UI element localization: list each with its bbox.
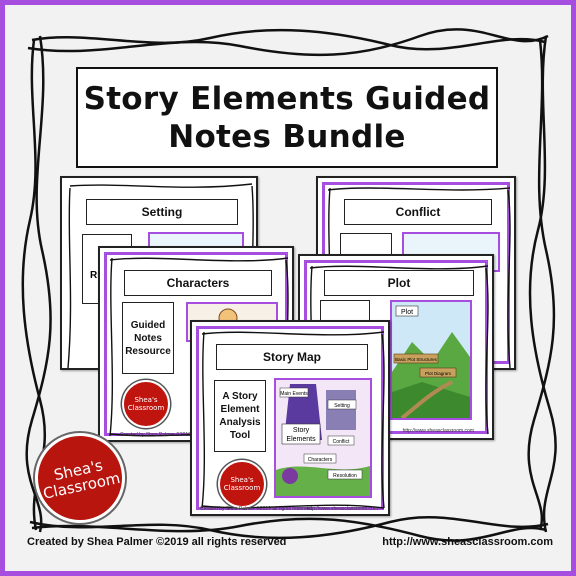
plot-image-title: Plot [401,309,413,316]
characters-footer-left: Created by Shea Palmer ©2019 all rights … [120,432,232,438]
story-map-image-conflict: Conflict [333,439,350,445]
setting-label: Setting [86,199,238,225]
plot-image-sign2: Plot Diagram [425,371,451,376]
plot-label: Plot [324,270,474,296]
story-map-footer-right: http://www.sheasclassroom.com [306,506,378,512]
story-map-image-story: Story [293,427,310,434]
story-map-image-elements: Elements [286,436,316,443]
characters-logo-text: Shea's Classroom [127,396,165,412]
story-map-label: Story Map [216,344,368,370]
story-map-image-resolution: Resolution [333,473,357,479]
characters-logo: Shea's Classroom [122,380,170,428]
story-map-card: Story Map A Story Element Analysis Tool … [190,320,390,516]
story-map-card-wavy [201,331,385,509]
story-map-illustration: Main Events Setting Story Elements Confl… [274,378,372,498]
story-map-logo-text: Shea's Classroom [223,476,261,492]
story-map-description: A Story Element Analysis Tool [214,380,266,452]
conflict-label: Conflict [344,199,492,225]
story-map-logo: Shea's Classroom [218,460,266,508]
page-title: Story Elements Guided Notes Bundle [83,80,491,155]
story-map-image-main-events: Main Events [280,391,308,397]
characters-label: Characters [124,270,272,296]
plot-image-sign1: Basic Plot Structures [395,357,438,362]
title-box: Story Elements Guided Notes Bundle [76,67,498,168]
story-map-footer-left: Created by Shea Palmer ©2019 all rights … [200,506,312,512]
story-map-image-characters: Characters [308,457,333,463]
characters-description: Guided Notes Resource [122,302,174,374]
website-link[interactable]: http://www.sheasclassroom.com [382,536,553,548]
plot-illustration: Plot Basic Plot Structures Plot Diagram [390,300,472,420]
setting-desc-re: RE [90,270,104,281]
plot-landscape-image: Plot Basic Plot Structures Plot Diagram [392,305,470,418]
plot-footer-right: http://www.sheasclassroom.com [402,428,474,434]
story-map-image-setting: Setting [334,403,350,409]
copyright-text: Created by Shea Palmer ©2019 all rights … [27,536,287,548]
story-map-image: Main Events Setting Story Elements Confl… [276,384,370,496]
big-logo-text: Shea's Classroom [41,456,122,503]
